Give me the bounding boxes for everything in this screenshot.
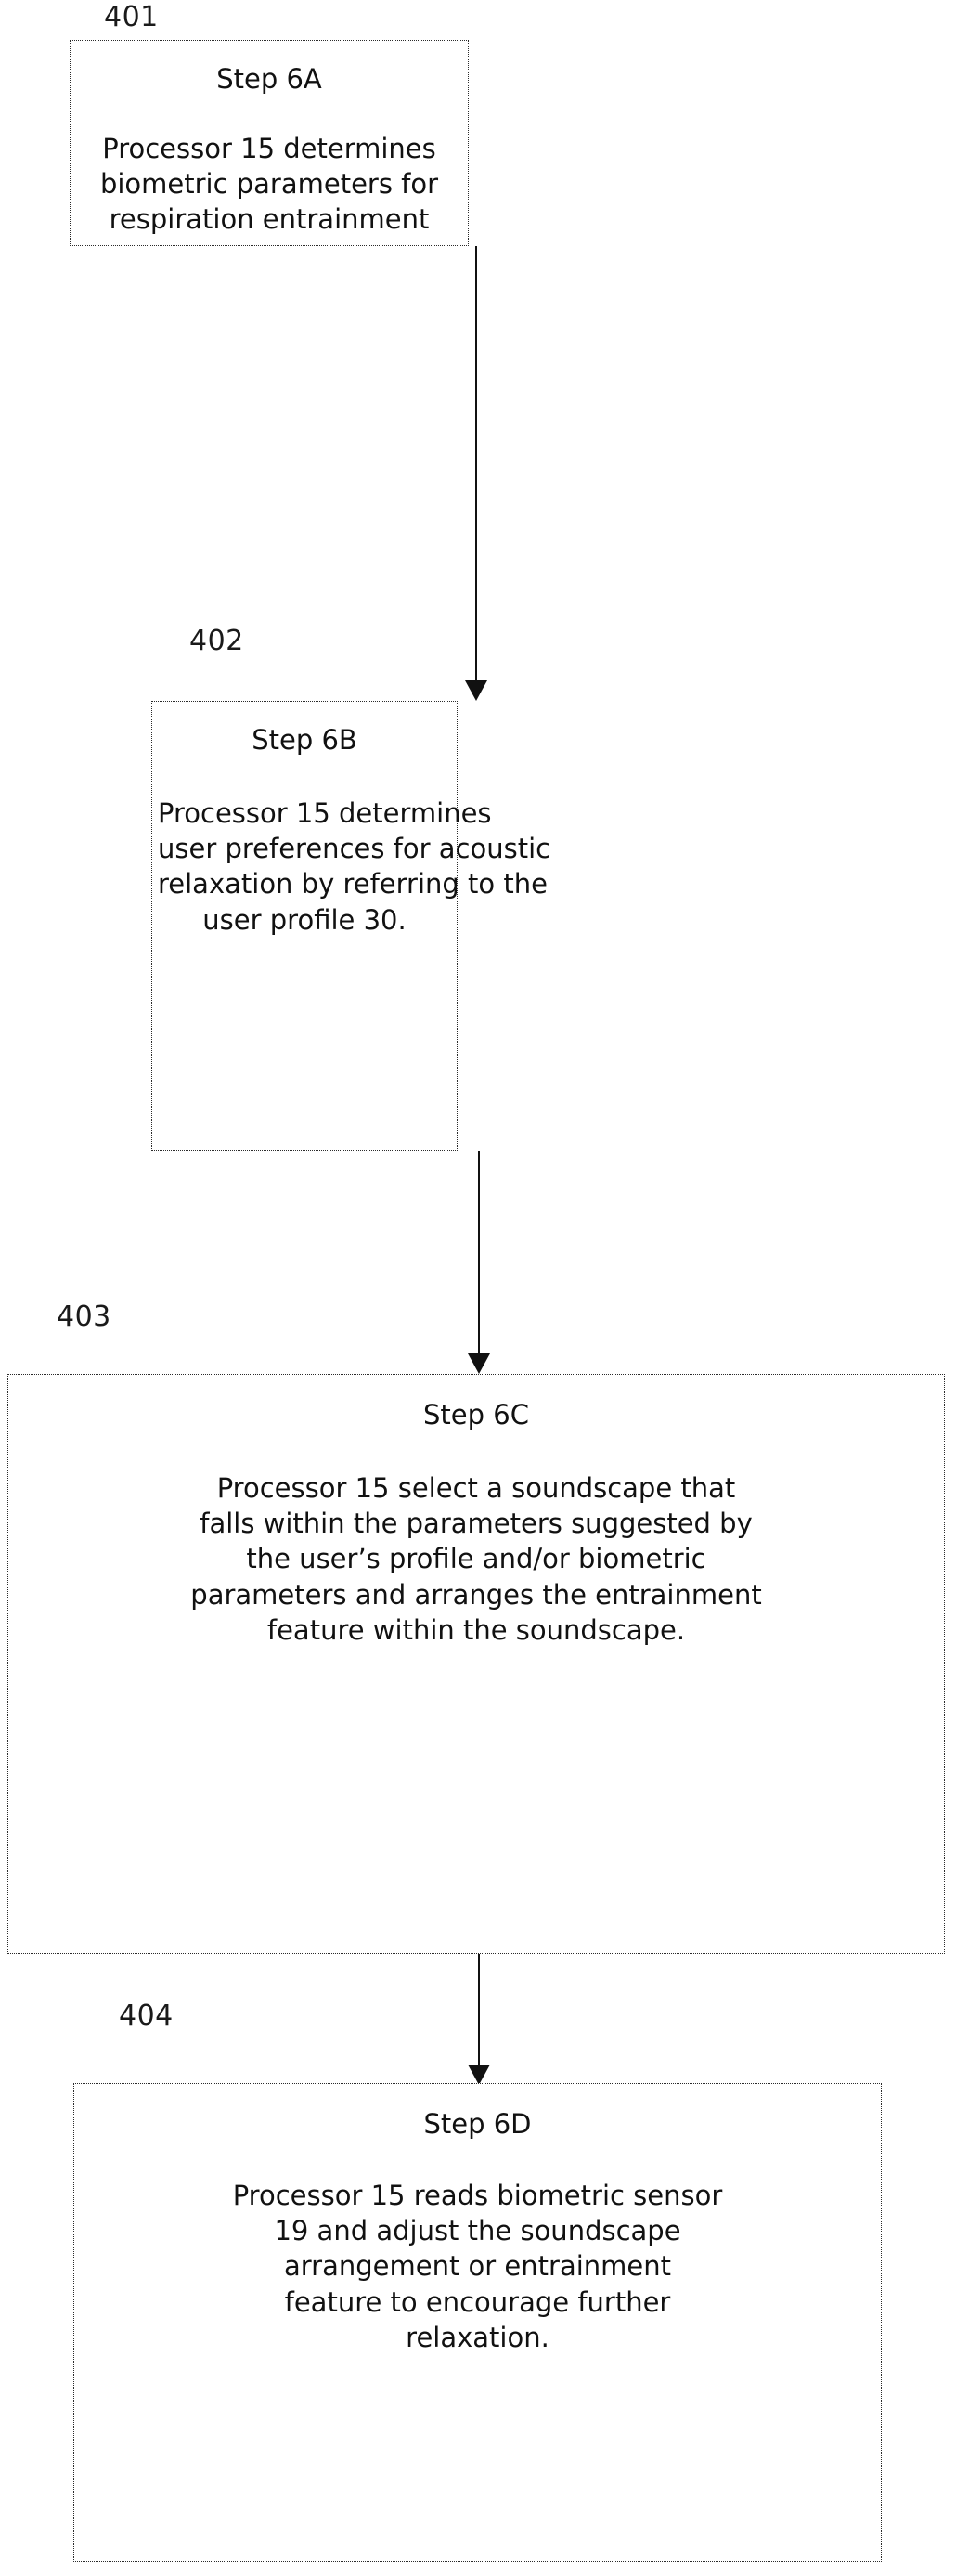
box-404-title: Step 6D [423,2108,532,2140]
box-402-body: Processor 15 determines user preferences… [152,796,551,938]
arrow-402-to-403 [468,1151,490,1374]
box-401-title: Step 6A [216,63,322,95]
box-403-line-1: Processor 15 select a soundscape that [216,1471,736,1504]
box-402-line-3: relaxation by referring to the [158,868,548,900]
box-402-title: Step 6B [252,724,357,756]
box-403-line-3: the user’s profile and/or biometric [246,1543,706,1575]
box-404-body: Processor 15 reads biometric sensor 19 a… [74,2178,881,2355]
arrow-shaft [475,246,477,680]
box-401-body: Processor 15 determines biometric parame… [71,131,468,238]
arrow-shaft [478,1151,480,1353]
box-403-line-4: parameters and arranges the entrainment [190,1578,762,1611]
box-404-line-4: feature to encourage further [284,2285,671,2318]
process-box-403[interactable]: Step 6C Processor 15 select a soundscape… [7,1374,945,1954]
ref-label-402: 402 [189,625,244,657]
process-box-402[interactable]: Step 6B Processor 15 determines user pre… [151,701,551,1151]
box-403-title: Step 6C [423,1399,529,1430]
box-402-line-4: user profile 30. [202,903,407,936]
box-403-line-2: falls within the parameters suggested by [200,1508,753,1540]
arrow-403-to-404 [468,1954,490,2085]
box-403-body: Processor 15 select a soundscape that fa… [8,1470,944,1648]
arrow-head [465,680,487,701]
box-404-line-3: arrangement or entrainment [283,2250,672,2283]
ref-label-404: 404 [119,2000,174,2032]
box-401-line-3: respiration entrainment [109,203,430,236]
box-401-line-1: Processor 15 determines [102,132,436,164]
process-box-404[interactable]: Step 6D Processor 15 reads biometric sen… [73,2083,882,2562]
arrow-head [468,1353,490,1374]
arrow-shaft [478,1954,480,2065]
ref-label-403: 403 [57,1301,111,1333]
ref-label-401: 401 [104,1,159,33]
arrow-401-to-402 [465,246,487,701]
box-402-line-2: user preferences for acoustic [158,833,551,865]
arrow-head [468,2065,490,2085]
process-box-401[interactable]: Step 6A Processor 15 determines biometri… [70,40,469,246]
box-404-line-2: 19 and adjust the soundscape [274,2215,681,2247]
box-403-line-5: feature within the soundscape. [266,1613,686,1646]
box-404-line-5: relaxation. [406,2321,549,2353]
box-404-line-1: Processor 15 reads biometric sensor [232,2179,723,2211]
box-401-line-2: biometric parameters for [99,168,439,201]
box-402-line-1: Processor 15 determines [158,796,492,829]
